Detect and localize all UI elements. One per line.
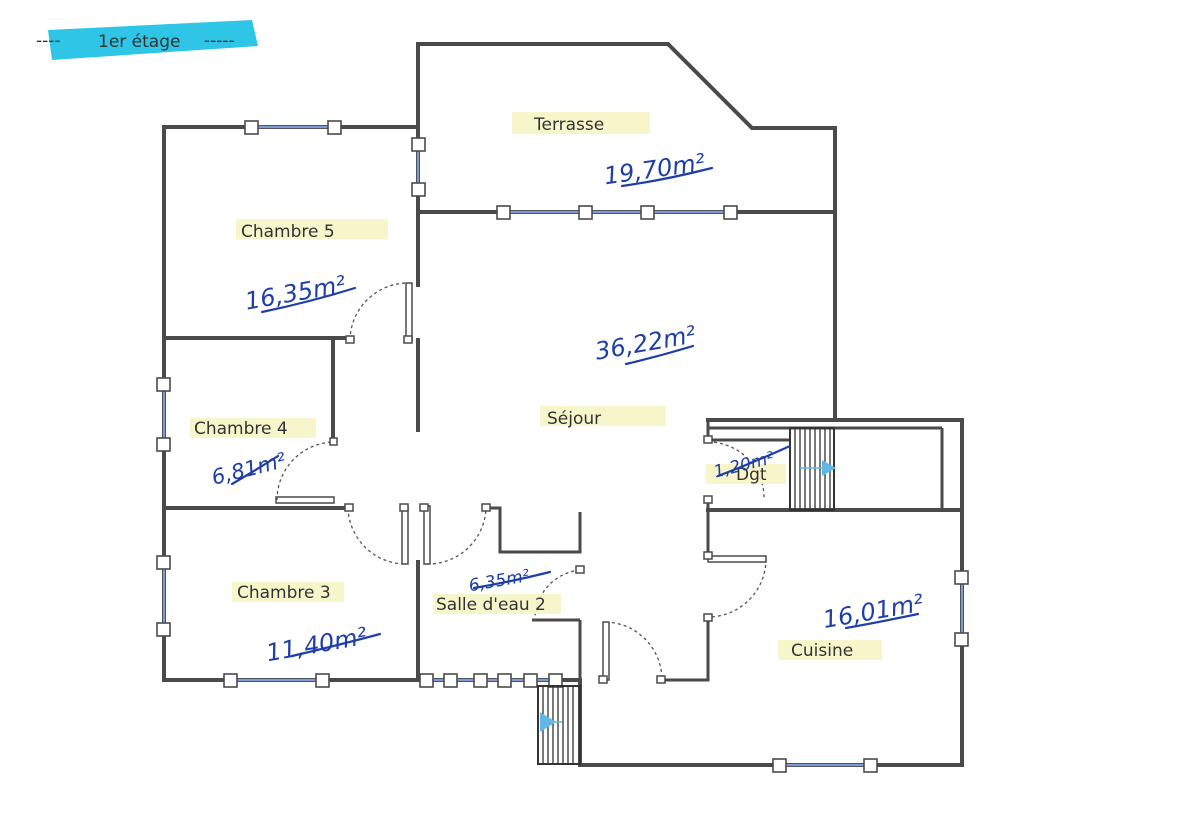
room-salle-eau: Salle d'eau 2 6,35m² [433,566,561,615]
room-chambre4: Chambre 4 6,81m² [190,418,316,490]
door-cuisine [703,551,767,622]
room-area: 6,35m² [467,566,531,596]
stair-arrow-icon [822,460,836,476]
windows [156,120,969,773]
stairs-upper [789,427,836,511]
room-area: 6,81m² [209,448,289,490]
terrasse-wall [416,42,837,214]
room-name: Séjour [547,409,601,429]
room-area: 16,01m² [821,589,926,634]
room-dgt: Dgt 1,20m² [706,444,792,485]
room-name: Terrasse [533,115,604,135]
svg-text:-----: ----- [204,31,235,51]
doors [275,282,767,684]
svg-text:----: ---- [36,31,61,51]
window-salle-eau-south [419,673,563,688]
room-name: Salle d'eau 2 [436,595,546,615]
room-terrasse: Terrasse 19,70m² [512,112,714,190]
door-dgt [703,435,765,504]
room-cuisine: Cuisine 16,01m² [778,589,926,661]
window-cuisine-east [954,570,969,647]
window-chambre3-west [156,555,171,637]
wall-salle-eau-top [490,506,582,554]
room-name: Chambre 3 [237,583,331,603]
door-passage [598,621,666,684]
room-area: 11,40m² [264,622,369,667]
room-chambre3: Chambre 3 11,40m² [232,582,382,667]
room-name: Cuisine [791,641,853,661]
floor-tag-highlight [48,20,258,60]
wall-bottom-right [578,678,964,767]
window-sejour-top [496,205,738,220]
window-chambre5-east [411,137,426,197]
room-name: Chambre 5 [241,222,335,242]
door-chambre5 [345,282,413,344]
room-name: Chambre 4 [194,419,288,439]
stairs-lower [537,685,581,765]
room-sejour: Séjour 36,22m² [540,320,698,429]
door-chambre4 [275,437,338,504]
room-area: 16,35m² [243,270,348,315]
room-area: 19,70m² [602,148,707,190]
window-cuisine-south [772,758,878,773]
door-salle-eau [419,503,491,565]
room-name: Dgt [736,465,767,485]
wall-passage [660,620,710,682]
floor-tag: ---- 1er étage ----- [36,20,258,60]
window-chambre3-south [223,673,330,688]
door-chambre3 [344,503,409,565]
wall-east [706,418,964,767]
window-chambre4-west [156,377,171,452]
stair-arrow-lower-icon [540,712,556,732]
floor-label: 1er étage [98,32,180,52]
window-chambre5-top [244,120,342,135]
